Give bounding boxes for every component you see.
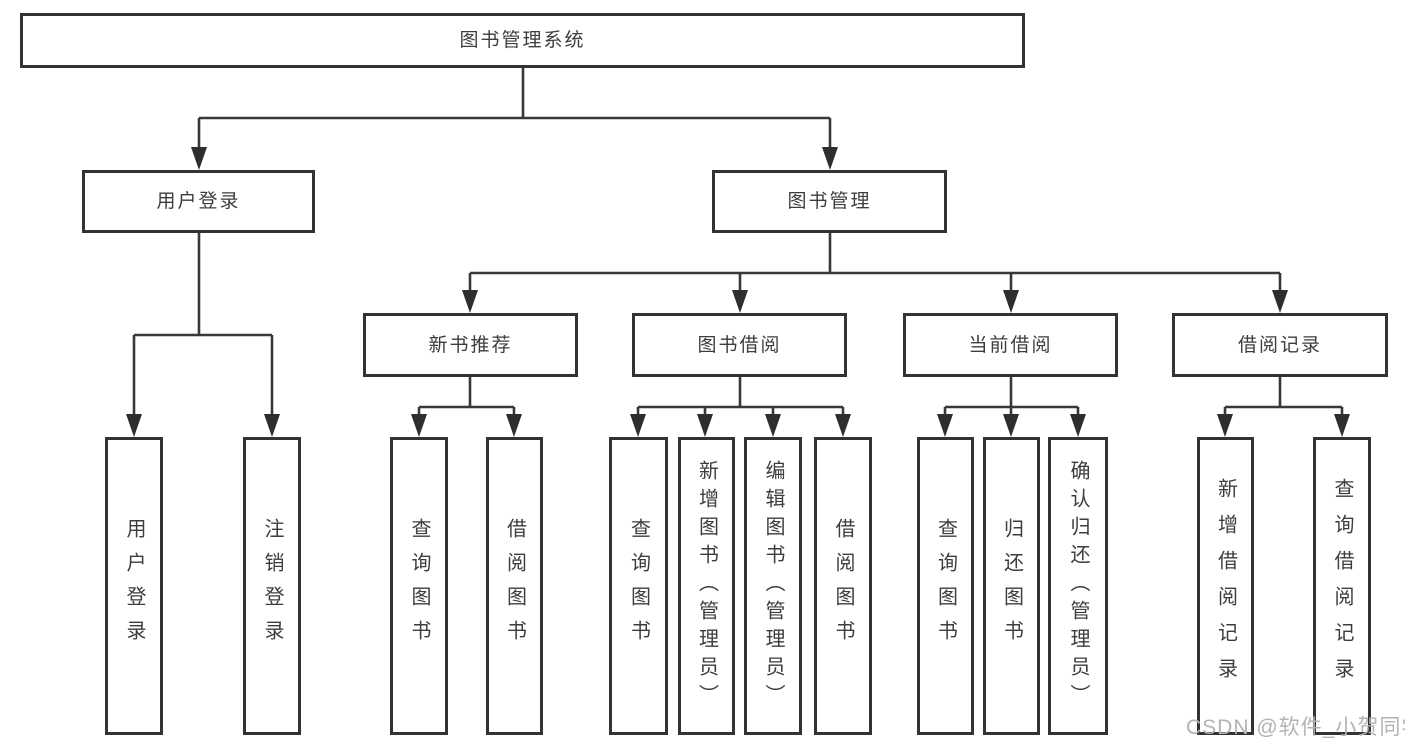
leaf-add-books-admin: 新增图书（管理员） [678,437,735,735]
node-user-login: 用户登录 [82,170,315,233]
leaf-borrow-books-recommend: 借阅图书 [486,437,543,735]
node-current-borrow: 当前借阅 [903,313,1118,377]
leaf-query-books-current: 查询图书 [917,437,974,735]
leaf-query-borrow-record: 查询借阅记录 [1313,437,1371,735]
leaf-query-books-borrow: 查询图书 [609,437,668,735]
leaf-return-books: 归还图书 [983,437,1040,735]
leaf-borrow-books: 借阅图书 [814,437,872,735]
leaf-logout: 注销登录 [243,437,301,735]
arrowhead-icons [126,147,1350,437]
leaf-edit-books-admin: 编辑图书（管理员） [744,437,802,735]
leaf-query-books-recommend: 查询图书 [390,437,448,735]
node-library-system: 图书管理系统 [20,13,1025,68]
node-borrow-records: 借阅记录 [1172,313,1388,377]
leaf-add-borrow-record: 新增借阅记录 [1197,437,1254,735]
node-new-book-recommend: 新书推荐 [363,313,578,377]
leaf-user-login: 用户登录 [105,437,163,735]
watermark: CSDN @软件_小贺同学 [1186,716,1405,739]
leaf-confirm-return-admin: 确认归还（管理员） [1048,437,1108,735]
node-book-borrow: 图书借阅 [632,313,847,377]
node-book-management: 图书管理 [712,170,947,233]
